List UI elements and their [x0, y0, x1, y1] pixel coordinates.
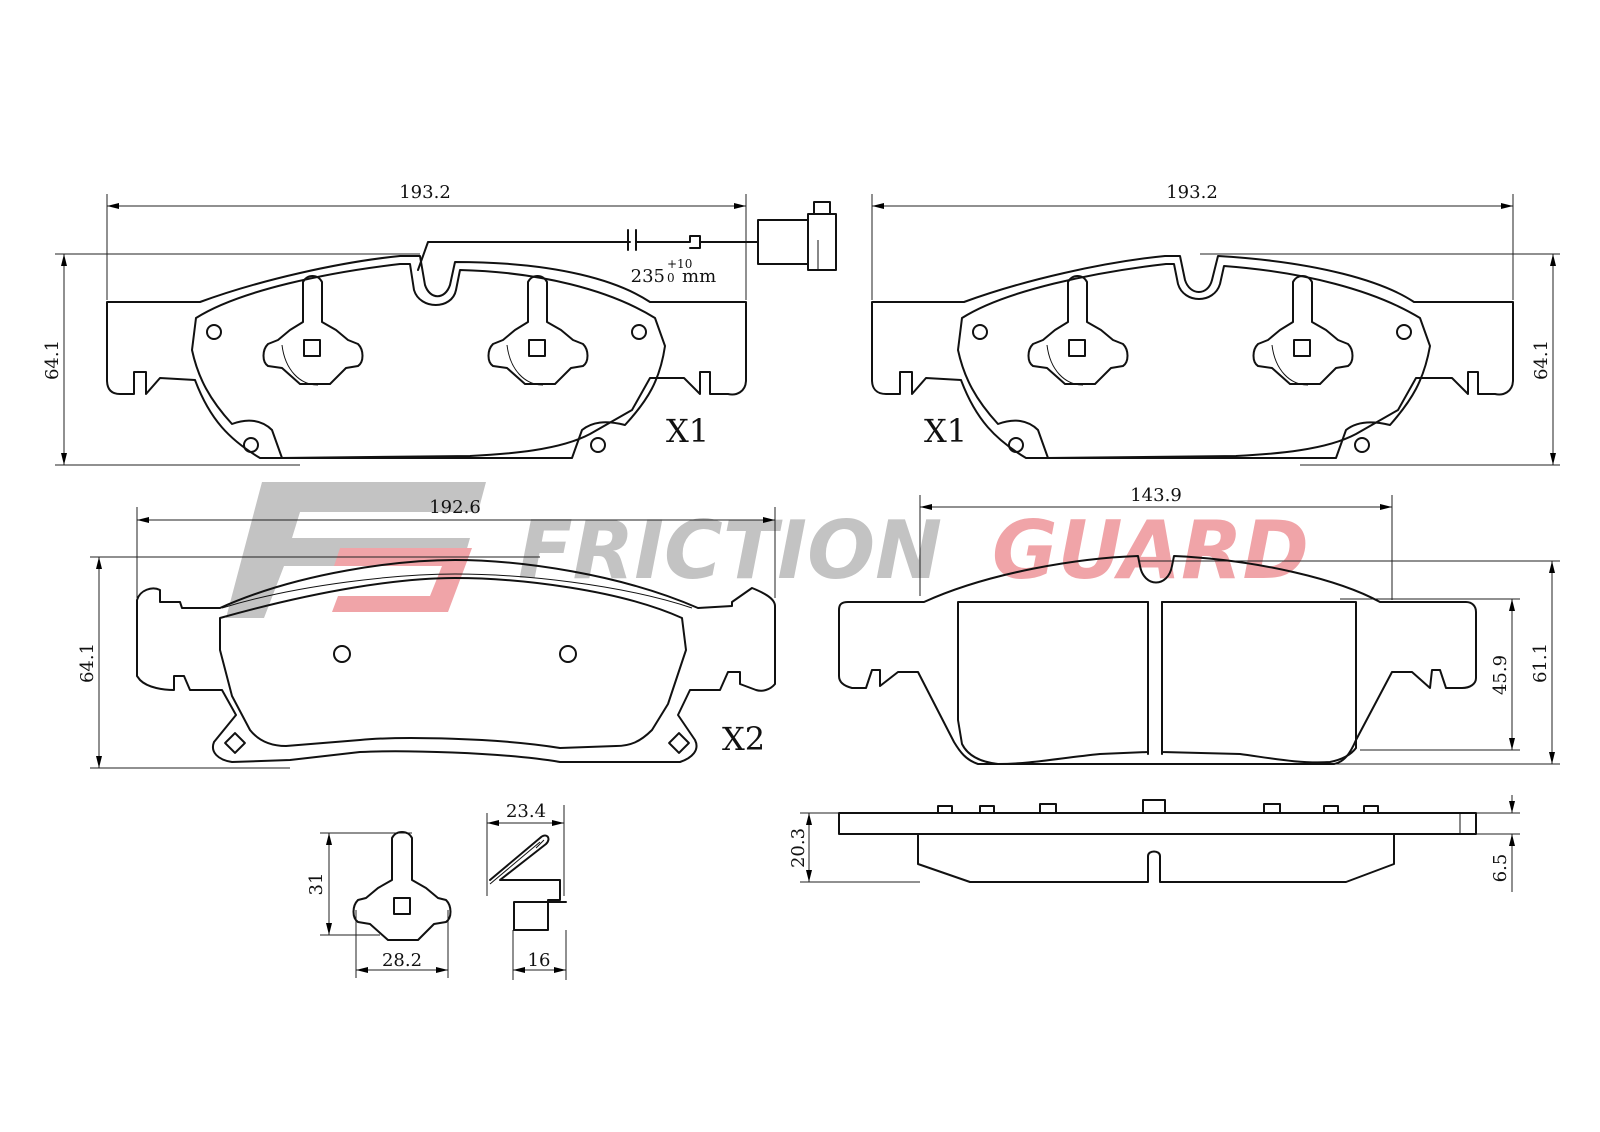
clip-detail: 31 28.2 — [306, 831, 452, 978]
pad-top-right-clip-2 — [1252, 275, 1354, 386]
pad-top-left: 193.2 64.1 — [42, 182, 837, 466]
pad-top-right-height: 64.1 — [1531, 340, 1552, 380]
clip-width: 28.2 — [382, 950, 422, 971]
sensor-length: 235 — [631, 266, 665, 287]
spring-base-width: 16 — [528, 950, 551, 971]
clip-height: 31 — [306, 873, 327, 896]
pad-mid-left-height: 64.1 — [77, 643, 98, 683]
pad-mid-left: 192.6 64.1 X2 — [77, 497, 776, 769]
watermark-monogram — [226, 482, 486, 618]
side-total-thickness: 20.3 — [788, 828, 809, 868]
pad-mid-right-width: 143.9 — [1130, 485, 1182, 506]
pad-top-left-clip-1 — [262, 275, 364, 386]
sensor-tol-lower: 0 — [667, 271, 675, 285]
side-plate-thickness: 6.5 — [1490, 854, 1511, 883]
pad-top-right-width: 193.2 — [1166, 182, 1218, 203]
pad-top-left-quantity: X1 — [666, 412, 709, 450]
spring-width: 23.4 — [506, 801, 546, 822]
spring-detail: 23.4 16 — [486, 801, 567, 980]
pad-mid-left-quantity: X2 — [722, 720, 765, 758]
pad-mid-left-width: 192.6 — [429, 497, 481, 518]
wear-sensor: 235 +10 0 mm — [417, 201, 837, 287]
pad-top-right-quantity: X1 — [924, 412, 967, 450]
sensor-unit: mm — [682, 266, 716, 287]
side-view: 20.3 6.5 — [788, 795, 1520, 892]
pad-mid-right-height-inner: 45.9 — [1490, 655, 1511, 695]
pad-top-left-height: 64.1 — [42, 340, 63, 380]
pad-mid-right-height-outer: 61.1 — [1530, 643, 1551, 683]
pad-top-left-width: 193.2 — [399, 182, 451, 203]
pad-top-left-clip-2 — [487, 275, 589, 386]
pad-mid-right: 143.9 45.9 61.1 — [838, 485, 1560, 765]
pad-top-right-clip-1 — [1027, 275, 1129, 386]
watermark-brand-part2: GUARD — [992, 504, 1309, 597]
sensor-tol-upper: +10 — [667, 257, 692, 271]
pad-top-right: 193.2 64.1 X1 — [871, 182, 1560, 466]
